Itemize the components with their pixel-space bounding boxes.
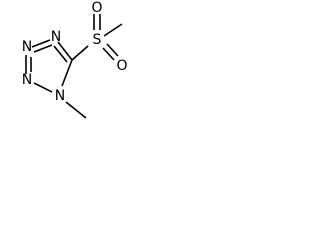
bond-n-n-top bbox=[31, 39, 51, 48]
bond-n1-methyl bbox=[65, 101, 87, 119]
atom-o-top: O bbox=[91, 0, 102, 16]
atom-s: S bbox=[93, 32, 102, 48]
atom-n-upper: N bbox=[51, 29, 61, 45]
bond-s-methyl bbox=[103, 23, 123, 37]
bond-n-n-top-double bbox=[33, 44, 53, 53]
atom-n-methyl: N bbox=[55, 88, 65, 104]
bond-n1-n-bottom bbox=[33, 82, 53, 93]
atom-n-left-bottom: N bbox=[22, 72, 32, 88]
atom-n-left-top: N bbox=[22, 39, 32, 55]
bond-n-c5-double bbox=[53, 45, 68, 63]
bond-s-o-right-double bbox=[106, 43, 119, 57]
atom-o-right: O bbox=[116, 58, 127, 74]
bond-c5-n1 bbox=[61, 59, 73, 87]
structure-diagram: N N N N S O O bbox=[22, 0, 128, 119]
bond-c5-s bbox=[71, 45, 89, 61]
bond-n-c5 bbox=[57, 41, 73, 61]
bond-s-o-right bbox=[102, 47, 115, 61]
